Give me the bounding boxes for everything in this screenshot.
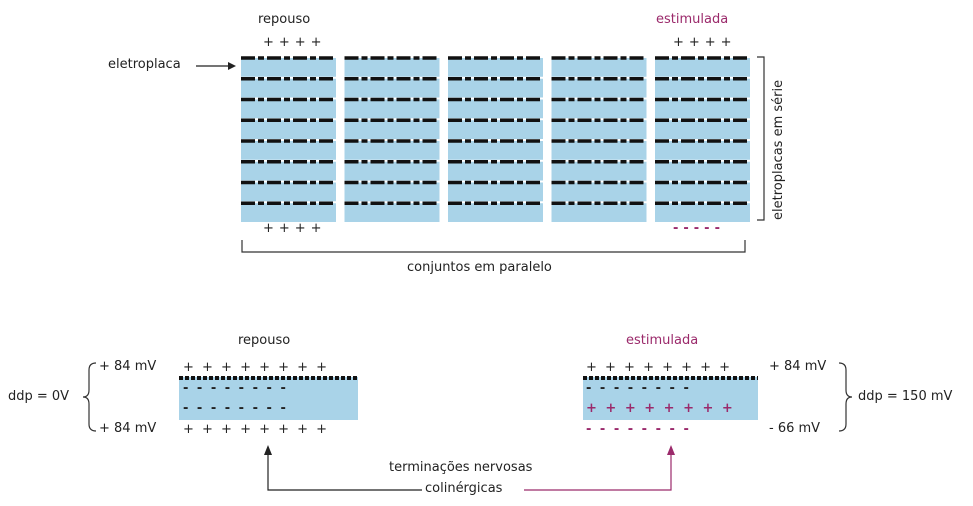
top-stimulated-label: estimulada: [656, 12, 729, 27]
electroplate: [655, 120, 750, 139]
electroplate: [448, 99, 543, 119]
electroplate: [344, 203, 440, 222]
left-top-signs: + + + + + + + +: [183, 360, 330, 375]
nerve-label-line1: terminações nervosas: [389, 460, 533, 475]
nerve-connector-rest: [264, 445, 422, 491]
electroplate: [448, 182, 543, 202]
electroplate: [241, 120, 336, 139]
electroplate: [655, 161, 750, 181]
nerve-connector-stimulated: [524, 445, 675, 491]
electroplate: [448, 120, 543, 139]
electroplate: [655, 203, 750, 222]
right-top-value: + 84 mV: [769, 359, 827, 374]
parallel-bracket: [241, 240, 746, 253]
electroplate: [344, 99, 440, 119]
left-bottom-signs: + + + + + + + +: [183, 422, 330, 437]
electroplate-column: [241, 56, 336, 222]
right-bottom-value: - 66 mV: [769, 421, 821, 436]
electroplate-columns: [241, 56, 750, 222]
left-ddp-brace: [82, 362, 97, 432]
electroplate-column: [655, 56, 750, 222]
electroplate: [551, 182, 647, 202]
electroplate: [241, 203, 336, 222]
electroplate: [344, 141, 440, 160]
top-stim-signs-top: ++++: [673, 35, 737, 50]
electroplate: [448, 58, 543, 77]
electroplate: [655, 182, 750, 202]
left-bottom-value: + 84 mV: [99, 421, 157, 436]
electroplate: [241, 182, 336, 202]
electroplate: [551, 58, 647, 77]
left-ddp-label: ddp = 0V: [8, 389, 70, 404]
top-stim-signs-bottom: -----: [673, 221, 725, 236]
electroplate: [344, 182, 440, 202]
bottom-rest-title: repouso: [238, 333, 291, 348]
right-inner-signs-lower: + + + + + + + +: [586, 401, 735, 416]
electroplate: [448, 161, 543, 181]
rest-plate-diagram: [179, 376, 358, 420]
right-bottom-signs: - - - - - - - -: [586, 422, 691, 437]
left-top-value: + 84 mV: [99, 359, 157, 374]
right-inner-signs: - - - - - - - -: [586, 381, 691, 396]
top-rest-label: repouso: [258, 12, 311, 27]
electroplate-column: [344, 56, 440, 222]
electroplate-column: [551, 56, 647, 222]
right-ddp-label: ddp = 150 mV: [858, 389, 953, 404]
electroplate: [448, 78, 543, 98]
nerve-label-line2: colinérgicas: [425, 481, 503, 496]
electroplate: [241, 99, 336, 119]
electroplate: [448, 141, 543, 160]
electroplate: [551, 78, 647, 98]
top-rest-signs-bottom: ++++: [263, 221, 327, 236]
electroplate: [344, 58, 440, 77]
series-label: eletroplacas em série: [771, 79, 786, 220]
electroplate: [241, 58, 336, 77]
electroplate: [551, 161, 647, 181]
parallel-label: conjuntos em paralelo: [407, 260, 552, 275]
electroplate: [655, 99, 750, 119]
electroplate: [655, 58, 750, 77]
stimulated-plate-diagram: [583, 376, 758, 420]
electroplate: [655, 78, 750, 98]
electroplate: [551, 203, 647, 222]
left-inner-signs-lower: - - - - - - - -: [183, 401, 288, 416]
electroplate: [344, 78, 440, 98]
electroplate: [241, 78, 336, 98]
right-top-signs: + + + + + + + +: [586, 360, 733, 375]
electroplate: [448, 203, 543, 222]
electroplate: [344, 120, 440, 139]
electroplate: [551, 120, 647, 139]
right-ddp-brace: [838, 362, 853, 432]
series-bracket: [757, 56, 765, 221]
eletroplaca-label: eletroplaca: [108, 57, 181, 72]
eletroplaca-arrow: [196, 62, 236, 70]
electroplate: [551, 99, 647, 119]
left-inner-signs: - - - - - - - -: [183, 381, 288, 396]
electroplate: [344, 161, 440, 181]
electroplate: [655, 141, 750, 160]
electroplate: [241, 161, 336, 181]
electroplate-column: [448, 56, 543, 222]
electroplate: [241, 141, 336, 160]
electroplate: [551, 141, 647, 160]
bottom-stimulated-title: estimulada: [626, 333, 699, 348]
top-rest-signs-top: ++++: [263, 35, 327, 50]
